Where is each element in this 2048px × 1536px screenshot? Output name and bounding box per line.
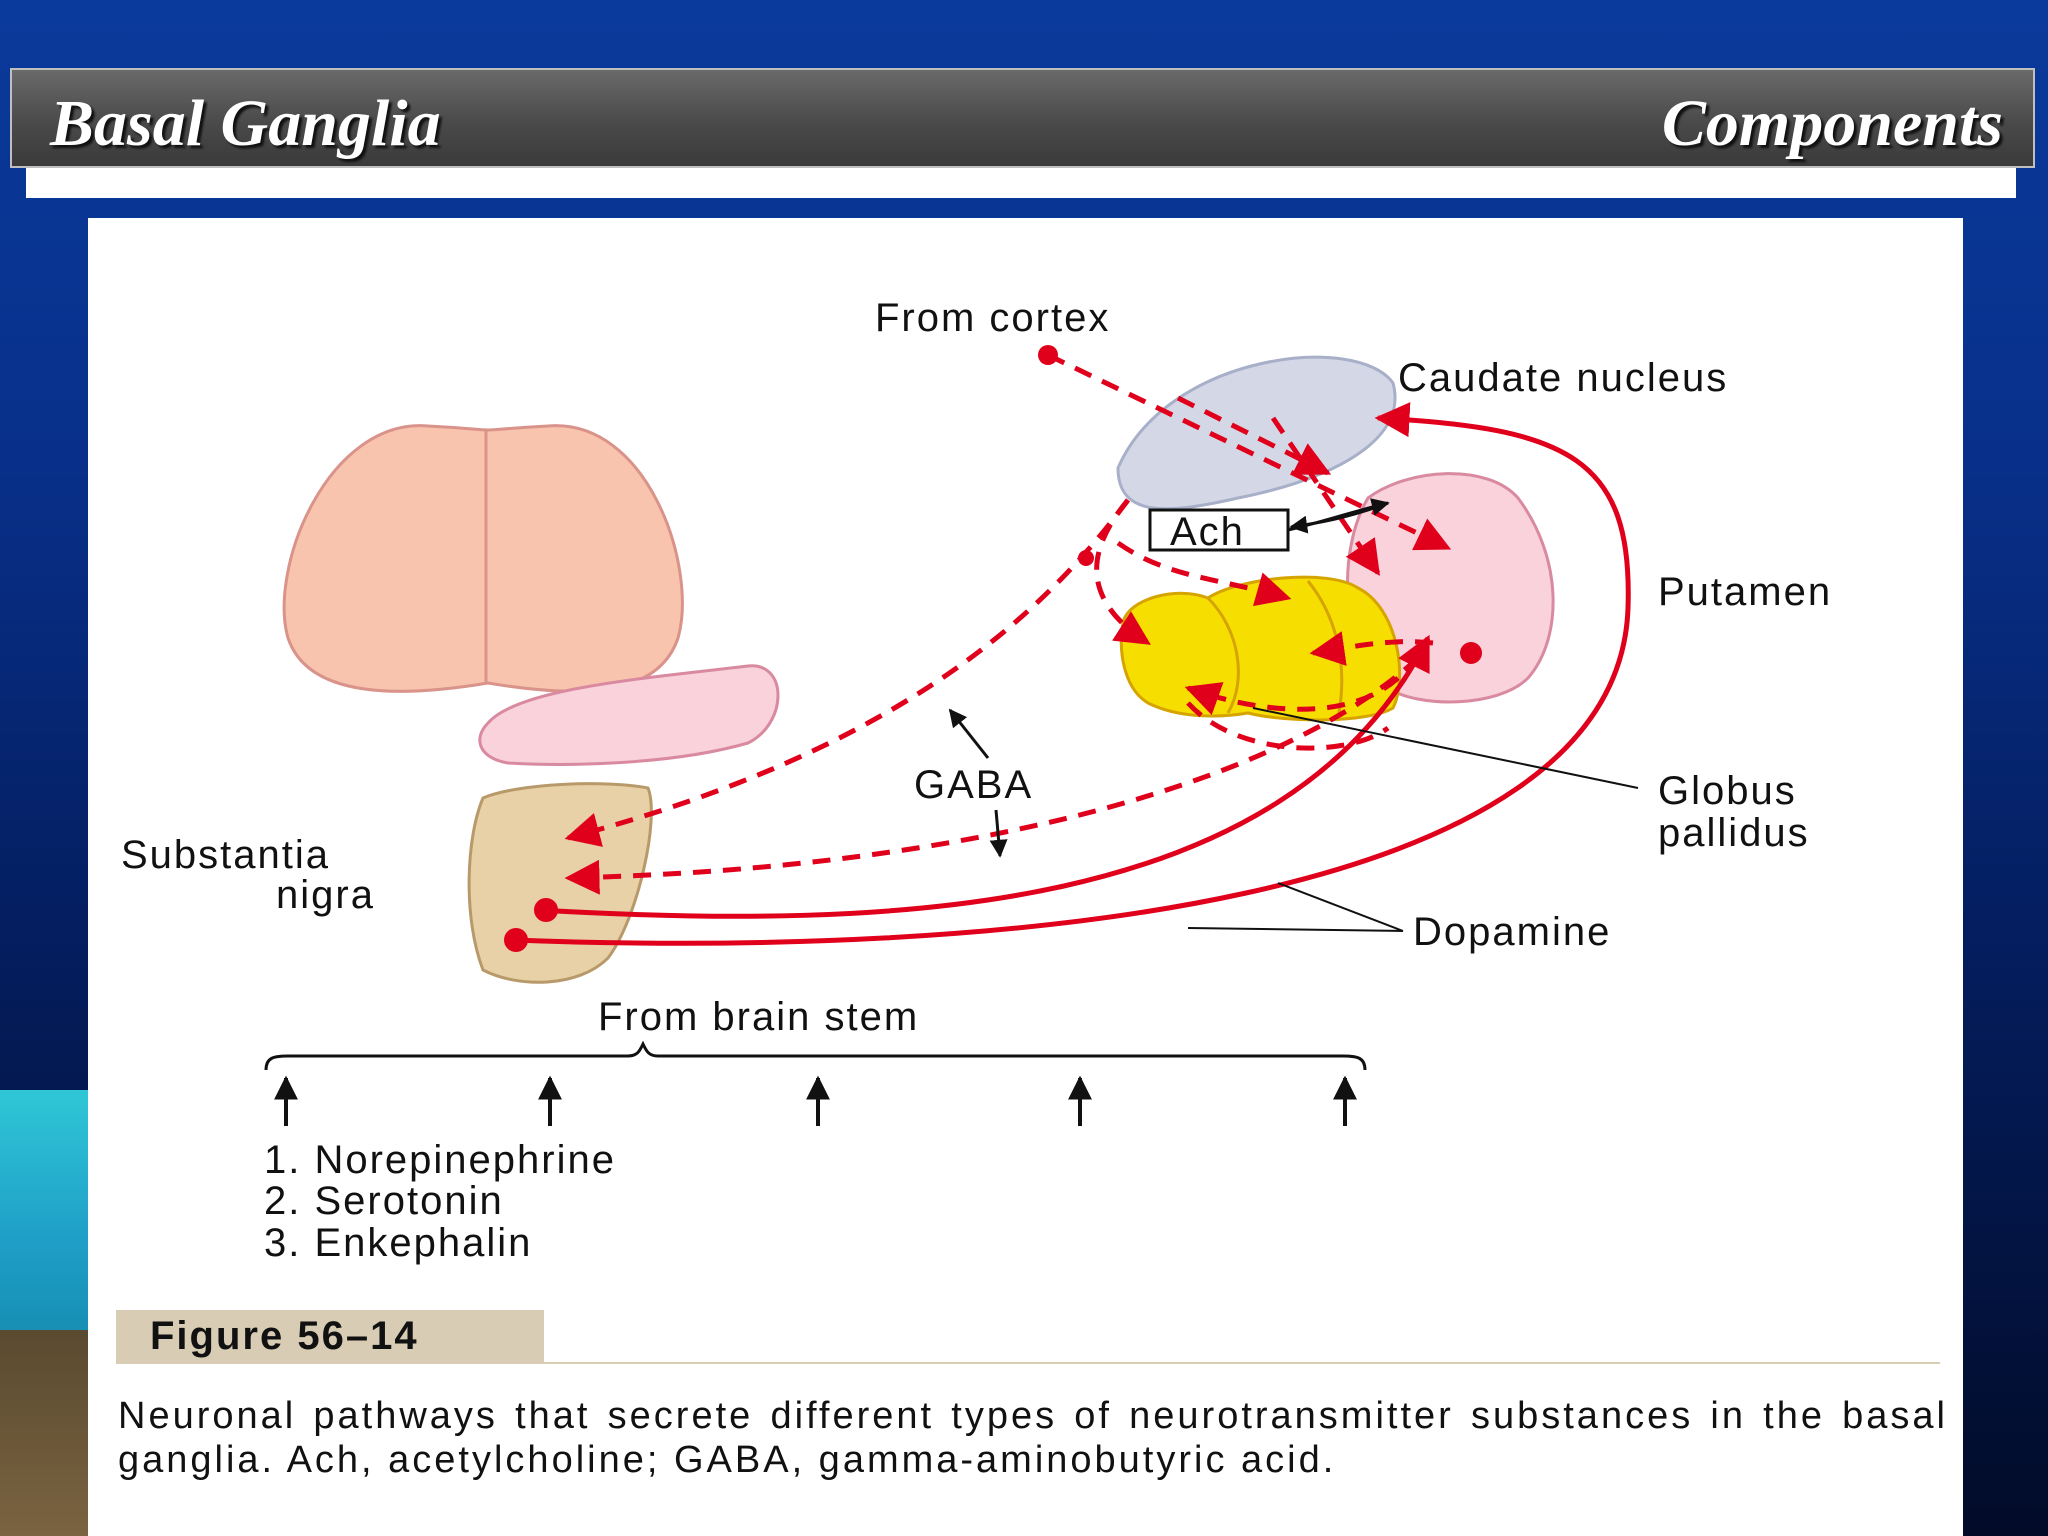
caudate-nucleus-shape <box>1116 355 1397 511</box>
thalamus-shape <box>282 424 684 693</box>
brain-stem-arrows <box>274 1075 1357 1126</box>
ach-box <box>1148 508 1290 552</box>
globus-leader-line <box>1252 707 1639 789</box>
globus-label: Globus <box>1658 769 1797 813</box>
ach-arrow-back <box>1289 501 1389 534</box>
globus-outer-loop-path <box>1186 701 1390 751</box>
brainstem-item-2: 2. Serotonin <box>264 1179 504 1223</box>
brainstem-item-3: 3. Enkephalin <box>264 1221 532 1265</box>
basal-ganglia-diagram: Ach GABA From cortex Caudate nucleus Put… <box>121 296 1832 1265</box>
dopamine-label: Dopamine <box>1413 910 1611 954</box>
gaba-pointer-down <box>989 809 1008 858</box>
caudate-to-putamen-path <box>1270 416 1381 576</box>
nigra-dopamine-dot-1 <box>534 898 558 922</box>
nigra-dopamine-dot-2 <box>504 928 528 952</box>
figure-rule <box>544 1362 1940 1364</box>
title-bar: Basal Ganglia Components <box>10 68 2035 168</box>
cortex-to-caudate-path <box>1046 352 1452 551</box>
pallidus-label: pallidus <box>1658 811 1810 855</box>
slide-decoration-brown <box>0 1330 90 1536</box>
cortex-origin-dot <box>1038 345 1058 365</box>
brain-stem-brace <box>264 1040 1367 1071</box>
ach-label: Ach <box>1170 510 1245 554</box>
substantia-label: Substantia <box>121 833 330 877</box>
figure-label: Figure 56–14 <box>150 1314 419 1358</box>
dopamine-leader-lines <box>1187 882 1404 932</box>
gaba-label: GABA <box>914 763 1033 807</box>
striatum-dot <box>1078 550 1094 566</box>
subthalamic-shape <box>478 664 780 766</box>
slide-title: Basal Ganglia <box>50 87 441 160</box>
from-brain-stem-label: From brain stem <box>598 995 919 1039</box>
slide-decoration-teal <box>0 1090 90 1330</box>
striatum-to-nigra-path-1 <box>564 498 1131 847</box>
figure-caption: Neuronal pathways that secrete different… <box>118 1395 1948 1481</box>
figure-panel: Ach GABA From cortex Caudate nucleus Put… <box>88 218 1963 1536</box>
nigra-label: nigra <box>276 873 375 917</box>
dopamine-pathways <box>512 402 1631 946</box>
nigra-to-caudate-path <box>512 402 1631 946</box>
caudate-to-globus-path-2 <box>1116 540 1292 607</box>
from-cortex-label: From cortex <box>875 296 1110 340</box>
nigra-to-putamen-path <box>537 634 1431 919</box>
brainstem-item-1: 1. Norepinephrine <box>264 1138 616 1182</box>
globus-pallidus-divider-1 <box>1206 596 1240 714</box>
putamen-dot <box>1460 642 1482 664</box>
caudate-nucleus-label: Caudate nucleus <box>1398 356 1728 400</box>
slide-subtitle: Components <box>1661 87 2003 160</box>
globus-inner-path <box>1184 676 1400 716</box>
gaba-pointer-up <box>948 708 990 759</box>
figure-label-box <box>116 1310 544 1364</box>
putamen-label: Putamen <box>1658 570 1832 614</box>
substantia-nigra-shape <box>467 782 653 984</box>
